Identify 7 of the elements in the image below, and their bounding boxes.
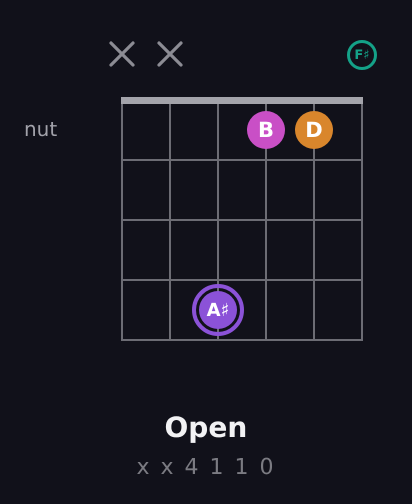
- finger-dot: D: [295, 111, 333, 149]
- string-label: nut: [24, 117, 58, 141]
- chord-title: Open: [164, 411, 248, 444]
- finger-dot: B: [247, 111, 285, 149]
- open-string-marker: F♯: [347, 40, 377, 70]
- fingering-text: x x 4 1 1 0: [136, 455, 276, 480]
- root-finger-dot: A♯: [192, 284, 244, 336]
